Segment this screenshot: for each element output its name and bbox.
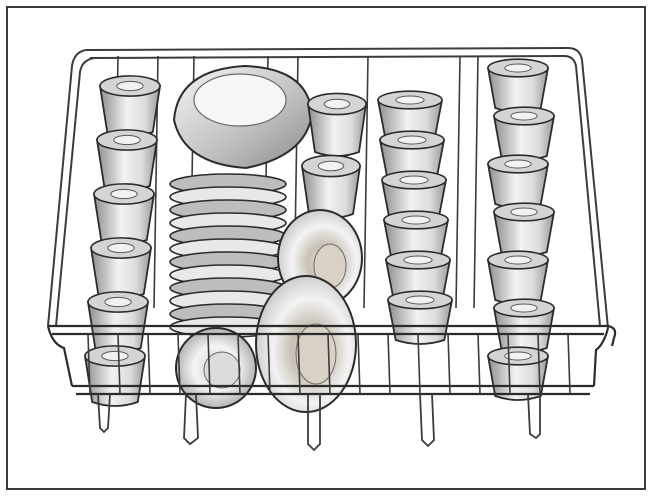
rack-back-wires [47, 46, 609, 329]
cup [89, 237, 153, 299]
cup [492, 202, 556, 257]
cup [386, 290, 454, 345]
rack-base [97, 393, 541, 452]
cup [306, 92, 368, 157]
cup [300, 154, 362, 219]
cup [98, 75, 162, 137]
cups-center-right [376, 90, 454, 345]
cups-center-left [300, 92, 368, 219]
saucer [175, 327, 257, 409]
rack-front-tines [87, 333, 571, 395]
saucer [255, 275, 357, 413]
cups-right-column [486, 58, 556, 401]
cup [492, 106, 556, 161]
illustration-frame [6, 6, 646, 490]
cup [83, 345, 147, 407]
cup [92, 183, 156, 245]
cup [95, 129, 159, 191]
dishwasher-rack-illustration [46, 46, 617, 452]
cup [486, 250, 550, 305]
cup [486, 154, 550, 209]
cup [486, 58, 550, 113]
cup [486, 346, 550, 401]
bowl [172, 64, 314, 170]
